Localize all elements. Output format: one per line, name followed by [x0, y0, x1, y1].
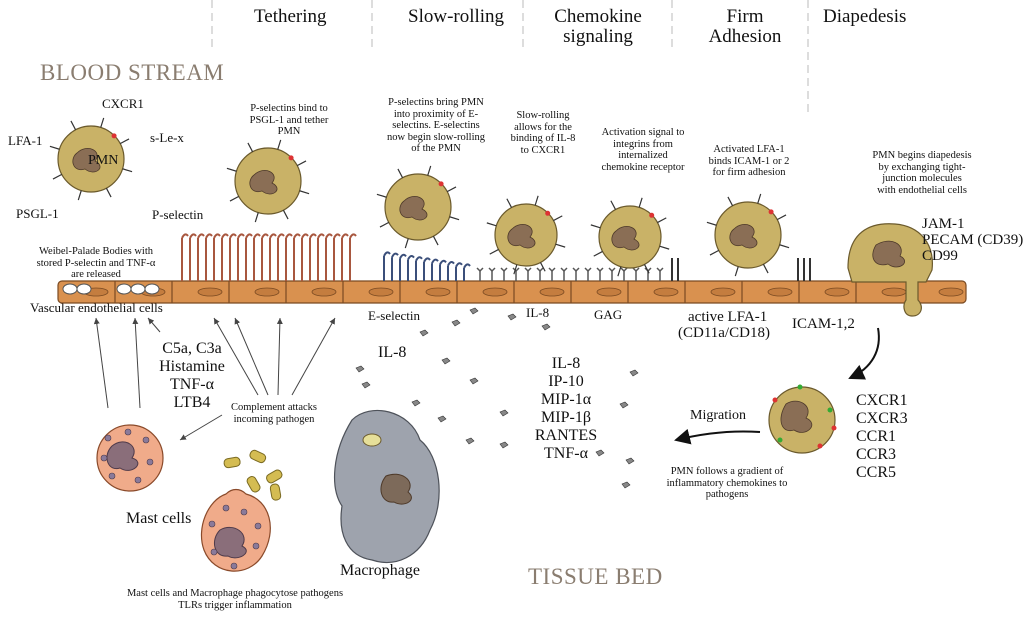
- mediator-list: C5a, C3a Histamine TNF-α LTB4: [152, 340, 232, 412]
- annotation-phagocytosis: Mast cells and Macrophage phagocytose pa…: [126, 588, 344, 611]
- vascular-endothelial-label: Vascular endothelial cells: [30, 300, 163, 315]
- mediator-item: Histamine: [159, 358, 225, 375]
- receptor-list: CXCR1 CXCR3 CCR1 CCR3 CCR5: [856, 392, 908, 482]
- icam-molecules: [671, 258, 811, 281]
- chemokine-item: RANTES: [534, 427, 598, 444]
- migrating-pmn: [768, 384, 837, 454]
- receptor-item: CCR1: [856, 428, 897, 445]
- e-selectin-label: E-selectin: [368, 308, 420, 323]
- chemokine-item: IP-10: [548, 373, 584, 390]
- pecam-label: PECAM (CD39): [922, 232, 1024, 248]
- receptor-item: CXCR3: [856, 410, 908, 427]
- il8-tissue-label: IL-8: [378, 344, 407, 361]
- macrophage-cell: [333, 410, 440, 564]
- cxcr1-label: CXCR1: [102, 96, 144, 111]
- stage-diapedesis: Diapedesis: [823, 6, 907, 27]
- mast-cells-label: Mast cells: [126, 510, 192, 527]
- annotation-tether: P-selectins bind to PSGL-1 and tether PM…: [249, 103, 329, 137]
- stage-firm-adhesion: Firm Adhesion: [708, 6, 782, 47]
- gag-molecules: [476, 267, 664, 281]
- migration-arrow: [674, 428, 761, 445]
- gag-label: GAG: [594, 307, 623, 322]
- annotation-diapedesis: PMN begins diapedesis by exchanging tigh…: [872, 150, 972, 196]
- mediator-item: C5a, C3a: [162, 340, 222, 357]
- stage-slow-rolling: Slow-rolling: [408, 6, 505, 27]
- pmn-diapedesis: [847, 223, 933, 317]
- receptor-item: CXCR1: [856, 392, 908, 409]
- annotation-weibel-palade: Weibel-Palade Bodies with stored P-selec…: [36, 246, 156, 280]
- sle-label: s-Le-x: [150, 130, 184, 145]
- annotation-il8-binding: Slow-rolling allows for the binding of I…: [510, 110, 576, 156]
- p-selectin-molecules: [181, 233, 357, 281]
- chemokine-item: MIP-1β: [541, 409, 591, 426]
- jam1-label: JAM-1: [922, 216, 965, 232]
- receptor-item: CCR3: [856, 446, 897, 463]
- macrophage-label: Macrophage: [340, 562, 420, 579]
- pmn-label: PMN: [88, 153, 119, 168]
- chemokine-item: MIP-1α: [540, 391, 592, 408]
- upward-arrows: [93, 317, 336, 441]
- active-lfa1-label: active LFA-1: [688, 309, 768, 325]
- annotation-slowroll: P-selectins bring PMN into proximity of …: [387, 97, 485, 154]
- psgl1-label: PSGL-1: [16, 206, 59, 221]
- stage-tethering: Tethering: [254, 6, 327, 27]
- chemokine-item: IL-8: [551, 355, 581, 372]
- receptor-item: CCR5: [856, 464, 897, 481]
- mast-cell-2: [200, 488, 271, 572]
- annotation-gradient: PMN follows a gradient of inflammatory c…: [666, 466, 788, 500]
- chemokine-item: TNF-α: [544, 445, 588, 462]
- chemokine-list: IL-8 IP-10 MIP-1α MIP-1β RANTES TNF-α: [528, 355, 604, 463]
- annotation-activation: Activation signal to integrins from inte…: [601, 127, 685, 173]
- icam-label: ICAM-1,2: [792, 316, 855, 332]
- stage-dividers: [211, 0, 809, 112]
- e-selectin-molecules: [383, 251, 471, 281]
- annotation-firm: Activated LFA-1 binds ICAM-1 or 2 for fi…: [708, 144, 790, 178]
- cd99-label: CD99: [922, 248, 958, 264]
- mediator-item: TNF-α: [170, 376, 214, 393]
- annotation-complement: Complement attacks incoming pathogen: [230, 402, 318, 425]
- tissue-bed-label: TISSUE BED: [528, 564, 663, 589]
- chemokine-specks: [355, 307, 639, 489]
- pmn-cells: [49, 117, 790, 277]
- weibel-palade-bodies: [62, 283, 160, 295]
- blood-stream-label: BLOOD STREAM: [40, 60, 225, 85]
- mast-cell-1: [96, 424, 164, 492]
- lfa1-label: LFA-1: [8, 133, 43, 148]
- p-selectin-label: P-selectin: [152, 207, 204, 222]
- pathogens: [223, 449, 283, 501]
- cd11-label: (CD11a/CD18): [678, 325, 770, 341]
- mediator-item: LTB4: [173, 394, 211, 411]
- stage-chemokine-signaling: Chemokine signaling: [554, 6, 642, 47]
- endothelium: [57, 280, 967, 304]
- il8-membrane-label: IL-8: [526, 305, 550, 320]
- exit-arrow: [848, 327, 880, 380]
- migration-label: Migration: [690, 408, 746, 423]
